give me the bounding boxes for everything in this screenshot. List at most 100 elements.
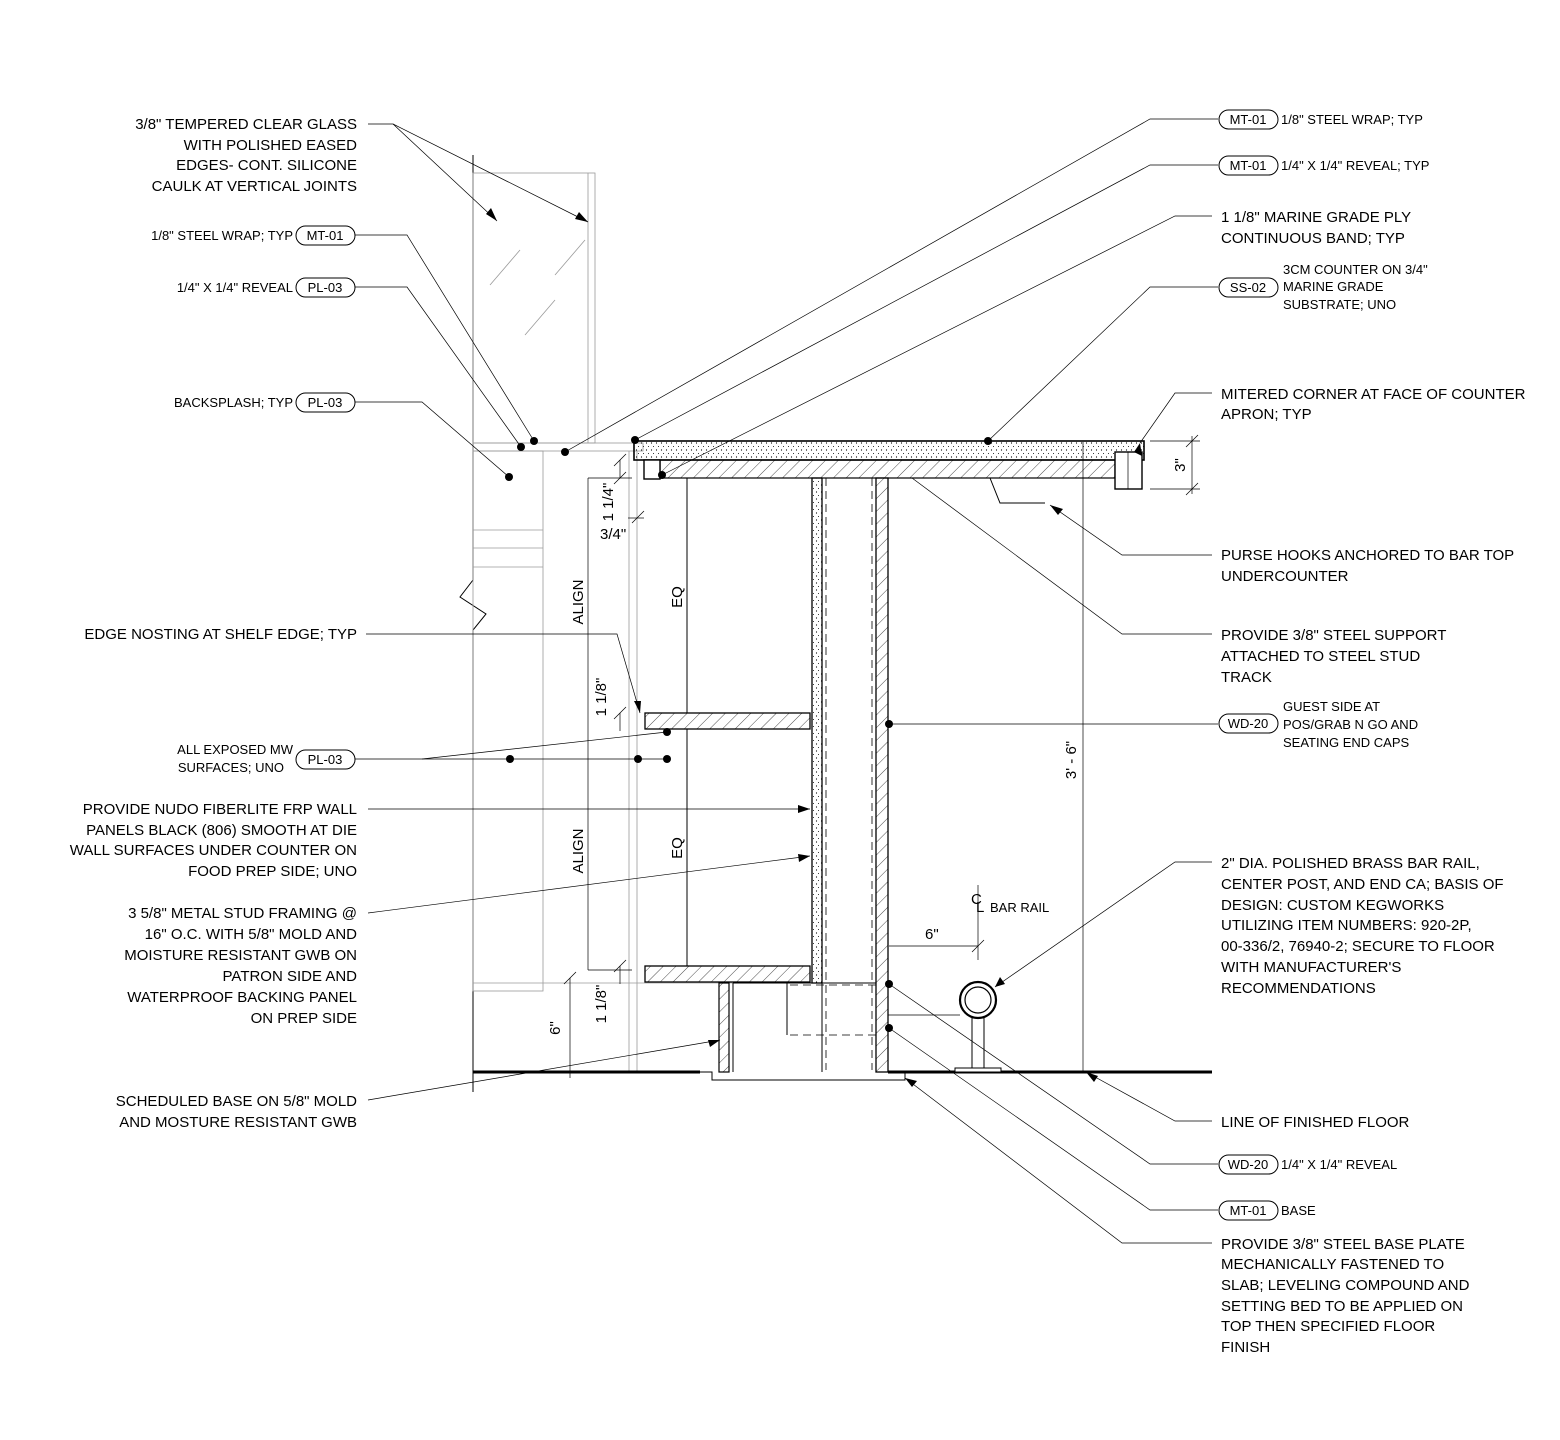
mitered-note-line-2: APRON; TYP [1221,406,1312,423]
mitered-note-line-1: MITERED CORNER AT FACE OF COUNTER [1221,386,1526,403]
glass-note-line-2: WITH POLISHED EASED [184,137,358,154]
dim-align-upper: ALIGN [570,579,587,624]
glass-note-line-3: EDGES- CONT. SILICONE [176,157,357,174]
ply-note-line-1: 1 1/8" MARINE GRADE PLY [1221,209,1411,226]
ply-note-line-2: CONTINUOUS BAND; TYP [1221,230,1405,247]
base-note-line-1: SCHEDULED BASE ON 5/8" MOLD [116,1093,357,1110]
frp-note-line-3: WALL SURFACES UNDER COUNTER ON [70,842,357,859]
tag-wd20-guest [1218,713,1279,734]
purse-note-line-1: PURSE HOOKS ANCHORED TO BAR TOP [1221,547,1514,564]
wall-section [459,155,810,1092]
rail-note-line-3: DESIGN: CUSTOM KEGWORKS [1221,897,1444,914]
tag-pl03-exposed-label: PL-03 [308,752,343,767]
stud-note-line-1: 3 5/8" METAL STUD FRAMING @ [128,905,357,922]
stud-note-line-6: ON PREP SIDE [251,1010,357,1027]
tag-pl03-reveal-label: PL-03 [308,280,343,295]
rail-note-line-6: WITH MANUFACTURER'S [1221,959,1401,976]
base-plate-note-line-4: SETTING BED TO BE APPLIED ON [1221,1298,1463,1315]
frp-note-line-1: PROVIDE NUDO FIBERLITE FRP WALL [83,801,357,818]
tag-mt01-left-label: MT-01 [307,228,344,243]
stud-note-line-5: WATERPROOF BACKING PANEL [127,989,357,1006]
base-plate-note-line-5: TOP THEN SPECIFIED FLOOR [1221,1318,1435,1335]
left-notes: 3/8" TEMPERED CLEAR GLASS WITH POLISHED … [70,116,357,1131]
tag-ss02-label: SS-02 [1230,280,1266,295]
countertop [633,440,1145,504]
backsplash-note: BACKSPLASH; TYP [174,395,293,410]
purse-note-line-2: UNDERCOUNTER [1221,568,1349,585]
base-plate-note-line-1: PROVIDE 3/8" STEEL BASE PLATE [1221,1236,1465,1253]
tag-wd20-reveal [1218,1154,1279,1175]
floor-note: LINE OF FINISHED FLOOR [1221,1114,1410,1131]
mt01-base-note: BASE [1281,1203,1316,1218]
base-plate-note-line-6: FINISH [1221,1339,1270,1356]
tag-pl03-exposed [295,749,356,770]
guest-note-line-3: SEATING END CAPS [1283,735,1410,750]
right-notes: MT-01 1/8" STEEL WRAP; TYP MT-01 1/4" X … [1218,109,1526,1356]
reveal-note: 1/4" X 1/4" REVEAL [177,280,293,295]
base-plate-note-line-2: MECHANICALLY FASTENED TO [1221,1256,1444,1273]
centerline-symbol: C [971,891,982,908]
dim-6-vertical: 6" [547,1021,564,1035]
leader-lines [355,118,1218,1244]
tag-wd20-guest-label: WD-20 [1228,716,1268,731]
mt01-reveal-note: 1/4" X 1/4" REVEAL; TYP [1281,158,1429,173]
support-note-line-3: TRACK [1221,669,1272,686]
wd20-reveal-note: 1/4" X 1/4" REVEAL [1281,1157,1397,1172]
frp-note-line-2: PANELS BLACK (806) SMOOTH AT DIE [86,822,357,839]
shelves [644,478,811,983]
guest-note-line-2: POS/GRAB N GO AND [1283,717,1418,732]
stud-note-line-4: PATRON SIDE AND [223,968,358,985]
base-plate-note-line-3: SLAB; LEVELING COMPOUND AND [1221,1277,1470,1294]
dim-eq-upper: EQ [669,586,686,608]
counter-note-line-2: MARINE GRADE [1283,279,1384,294]
tag-mt01-base [1218,1200,1279,1221]
base-note-line-2: AND MOSTURE RESISTANT GWB [119,1114,357,1131]
dim-3-6: 3' - 6" [1063,741,1080,779]
support-note-line-1: PROVIDE 3/8" STEEL SUPPORT [1221,627,1446,644]
tag-mt01-reveal-label: MT-01 [1230,158,1267,173]
edge-nosing-note: EDGE NOSTING AT SHELF EDGE; TYP [84,626,357,643]
dimension-labels: 1 1/4" 3/4" ALIGN EQ 1 1/8" ALIGN EQ 1 1… [547,458,1189,1035]
tag-pl03-backsplash [295,392,356,413]
glass-note-line-4: CAULK AT VERTICAL JOINTS [152,178,357,195]
tag-mt01-base-label: MT-01 [1230,1203,1267,1218]
tag-mt01-wrap [1218,109,1279,130]
rail-note-line-1: 2" DIA. POLISHED BRASS BAR RAIL, [1221,855,1480,872]
dim-align-lower: ALIGN [570,828,587,873]
bar-rail [954,885,1002,1073]
rail-note-line-5: 00-336/2, 76940-2; SECURE TO FLOOR [1221,938,1495,955]
dim-1-1-4: 1 1/4" [600,483,617,522]
dimension-lines [563,434,1200,1078]
dim-6-horizontal: 6" [925,926,939,943]
tag-mt01-left [295,225,356,246]
mt01-wrap-note: 1/8" STEEL WRAP; TYP [1281,112,1423,127]
bar-rail-label: BAR RAIL [990,900,1049,915]
guest-note-line-1: GUEST SIDE AT [1283,699,1380,714]
rail-note-line-2: CENTER POST, AND END CA; BASIS OF [1221,876,1504,893]
exposed-mw-note-line-2: SURFACES; UNO [178,760,284,775]
dim-1-1-8-upper: 1 1/8" [593,678,610,717]
rail-note-line-4: UTILIZING ITEM NUMBERS: 920-2P, [1221,917,1472,934]
tag-pl03-backsplash-label: PL-03 [308,395,343,410]
dim-3-4: 3/4" [600,526,626,543]
stud-note-line-2: 16" O.C. WITH 5/8" MOLD AND [145,926,358,943]
tag-ss02 [1218,277,1279,298]
exposed-mw-note-line-1: ALL EXPOSED MW [177,742,294,757]
stud-note-line-3: MOISTURE RESISTANT GWB ON [124,947,357,964]
tag-mt01-wrap-label: MT-01 [1230,112,1267,127]
counter-note-line-1: 3CM COUNTER ON 3/4" [1283,262,1428,277]
glass-note-line-1: 3/8" TEMPERED CLEAR GLASS [135,116,357,133]
dim-3: 3" [1172,458,1189,472]
tag-pl03-reveal [295,277,356,298]
tag-mt01-reveal [1218,155,1279,176]
rail-note-line-7: RECOMMENDATIONS [1221,980,1376,997]
dim-1-1-8-lower: 1 1/8" [593,985,610,1024]
tag-wd20-reveal-label: WD-20 [1228,1157,1268,1172]
support-note-line-2: ATTACHED TO STEEL STUD [1221,648,1420,665]
steel-wrap-note: 1/8" STEEL WRAP; TYP [151,228,293,243]
dim-eq-lower: EQ [669,837,686,859]
stud-wall [700,477,960,1081]
frp-note-line-4: FOOD PREP SIDE; UNO [188,863,357,880]
centerline-subscript: L [976,899,984,916]
